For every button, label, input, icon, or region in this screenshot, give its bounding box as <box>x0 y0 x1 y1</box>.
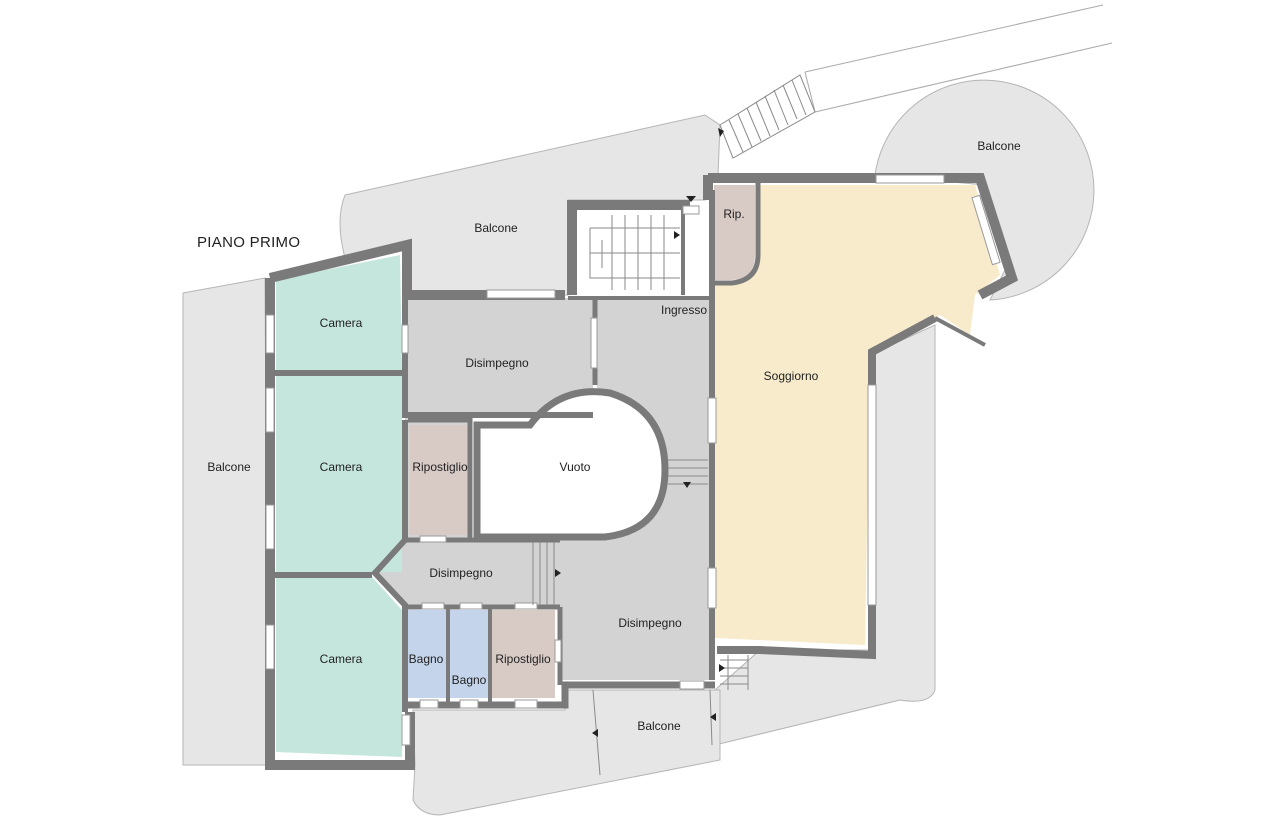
label-camera-1: Camera <box>320 316 363 330</box>
arrow-icon <box>674 231 680 239</box>
label-disimpegno-south: Disimpegno <box>618 616 682 630</box>
label-rip: Rip. <box>723 207 744 221</box>
bedroom-2-area <box>276 375 402 572</box>
label-bagno-2: Bagno <box>452 673 487 687</box>
balcony-south <box>412 689 721 816</box>
interior-stair <box>589 215 680 290</box>
label-camera-3: Camera <box>320 652 363 666</box>
storage-rip-area <box>714 185 755 280</box>
arrow-icon <box>683 482 691 488</box>
arrow-icon <box>718 128 724 137</box>
disimpegno-middle-area <box>378 540 560 605</box>
bathroom-2-area <box>450 610 488 698</box>
bathroom-1-area <box>406 610 446 698</box>
label-balcone-north: Balcone <box>474 221 518 235</box>
arrow-icon <box>555 569 561 577</box>
stairs <box>532 74 816 776</box>
exterior-stair-top <box>719 74 816 159</box>
label-bagno-1: Bagno <box>409 652 444 666</box>
label-balcone-west: Balcone <box>207 460 251 474</box>
living-room-area <box>715 185 1000 645</box>
label-disimpegno-middle: Disimpegno <box>429 566 493 580</box>
arrow-icon <box>710 713 716 721</box>
stair-well <box>575 207 683 295</box>
bedroom-1-area <box>276 255 402 370</box>
label-vuoto: Vuoto <box>560 460 591 474</box>
arrow-icon <box>719 664 725 672</box>
label-ingresso: Ingresso <box>661 303 707 317</box>
balcony-west <box>182 277 269 766</box>
storage-1-area <box>410 425 468 535</box>
label-camera-2: Camera <box>320 460 363 474</box>
label-disimpegno-north: Disimpegno <box>465 356 529 370</box>
label-soggiorno: Soggiorno <box>764 369 819 383</box>
arrow-icon <box>592 729 598 737</box>
label-balcone-round: Balcone <box>977 139 1021 153</box>
plan-title: PIANO PRIMO <box>197 234 300 251</box>
balcony-round <box>874 79 1095 301</box>
label-ripostiglio-2: Ripostiglio <box>495 652 551 666</box>
label-balcone-south: Balcone <box>637 719 681 733</box>
site-lines <box>804 4 1113 113</box>
balcony-south-east <box>714 324 936 746</box>
windows <box>265 174 1001 746</box>
bedroom-3-area <box>276 577 402 757</box>
arrow-icon <box>686 196 696 202</box>
direction-arrows <box>555 128 725 737</box>
label-ripostiglio-1: Ripostiglio <box>412 460 468 474</box>
steps-corridor <box>532 542 555 605</box>
void-area <box>473 388 669 541</box>
storage-2-area <box>492 610 555 698</box>
